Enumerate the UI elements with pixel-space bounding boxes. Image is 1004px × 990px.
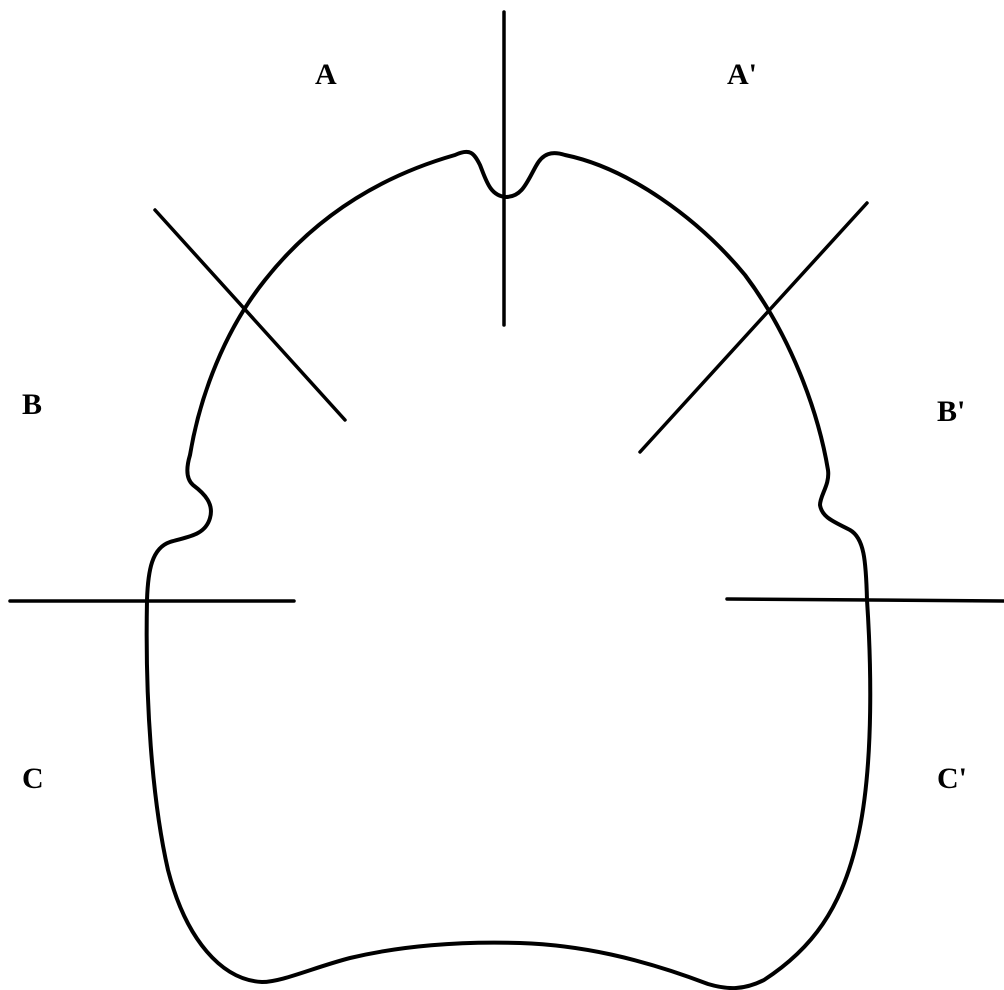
label-c-prime: C'	[937, 762, 967, 795]
divider-line-upper-right	[638, 201, 869, 454]
label-a: A	[315, 58, 337, 91]
label-c: C	[22, 762, 44, 795]
label-b-prime: B'	[937, 395, 965, 428]
label-b: B	[22, 388, 42, 421]
divider-line-right	[725, 597, 1004, 603]
divider-line-upper-left	[153, 208, 347, 422]
label-a-prime: A'	[727, 58, 757, 91]
outline-shape	[144, 149, 873, 990]
